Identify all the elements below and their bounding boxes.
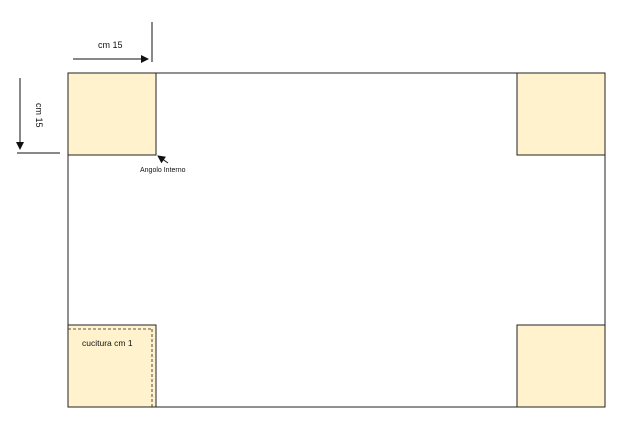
top-dimension-label: cm 15 [98, 40, 123, 50]
inner-corner-label: Angolo Interno [140, 167, 186, 174]
corner-square-top-right [516, 72, 606, 156]
inner-corner-pointer [157, 155, 169, 164]
side-dimension-label: cm 15 [34, 103, 44, 128]
seam-label: cucitura cm 1 [82, 338, 133, 348]
corner-square-top-left [67, 72, 157, 156]
main-panel-outline [67, 72, 606, 408]
corner-square-bottom-left [67, 324, 157, 408]
corner-square-bottom-right [516, 324, 606, 408]
